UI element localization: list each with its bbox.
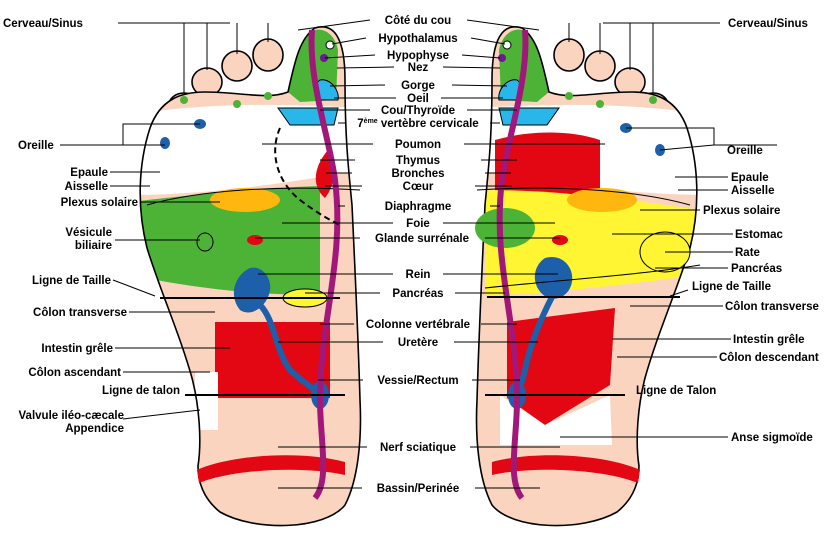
- label-bronches: Bronches: [391, 168, 444, 180]
- right-sinus-3: [596, 100, 604, 108]
- left-liver-zone: [140, 186, 320, 295]
- left-hypothalamus: [325, 40, 335, 50]
- label-rein: Rein: [406, 269, 431, 281]
- left-lung-dash: [274, 127, 341, 226]
- label-ligne-talon-left: Ligne de talon: [102, 385, 180, 397]
- right-sigmoid-white: [500, 395, 612, 445]
- label-colonne-vertebrale: Colonne vertébrale: [366, 319, 470, 331]
- left-diaphragm-line: [146, 187, 361, 206]
- label-colon-descendant: Côlon descendant: [719, 352, 819, 364]
- label-colon-ascendant: Côlon ascendant: [28, 367, 121, 379]
- label-valvule: Valvule iléo-cæcale: [19, 410, 124, 422]
- label-ligne-talon-right: Ligne de Talon: [636, 385, 716, 397]
- label-pancreas: Pancréas: [392, 288, 443, 300]
- label-rate: Rate: [735, 247, 760, 259]
- label-appendice: Appendice: [65, 423, 124, 435]
- label-diaphragme: Diaphragme: [385, 201, 451, 213]
- label-epaule-left: Epaule: [70, 167, 108, 179]
- label-aisselle-right: Aisselle: [731, 185, 774, 197]
- right-solar-plexus: [567, 188, 637, 212]
- label-vertebre: 7ème vertèbre cervicale: [357, 118, 478, 130]
- leader-lines: [60, 19, 777, 489]
- label-cerveau-sinus-left: Cerveau/Sinus: [3, 18, 83, 30]
- label-hypothalamus: Hypothalamus: [378, 33, 457, 45]
- label-vessie-rectum: Vessie/Rectum: [377, 375, 458, 387]
- label-glande-surrenale: Glande surrénale: [375, 233, 469, 245]
- left-foot: [139, 26, 362, 527]
- left-toe-2: [252, 38, 284, 72]
- label-intestin-grele-right: Intestin grêle: [733, 334, 805, 346]
- label-estomac: Estomac: [735, 229, 784, 241]
- left-zones: [140, 29, 360, 430]
- left-kidney: [233, 267, 271, 313]
- right-liver-green: [475, 208, 535, 248]
- left-ear-zone: [160, 137, 170, 149]
- left-sciatic-band: [197, 455, 345, 483]
- label-bassin-perinee: Bassin/Perinée: [377, 483, 459, 495]
- label-cerveau-sinus-right: Cerveau/Sinus: [728, 18, 808, 30]
- label-nez: Nez: [408, 62, 429, 74]
- right-sinus-2: [565, 92, 573, 100]
- label-uretere: Uretère: [398, 337, 438, 349]
- right-adrenal: [552, 235, 568, 245]
- label-foie: Foie: [406, 218, 430, 230]
- label-aisselle-left: Aisselle: [65, 181, 108, 193]
- label-plexus-left: Plexus solaire: [61, 197, 138, 209]
- label-intestin-grele-left: Intestin grêle: [41, 343, 113, 355]
- label-colon-transverse-right: Côlon transverse: [725, 301, 819, 313]
- label-colon-transverse-left: Côlon transverse: [33, 307, 127, 319]
- left-sinus-2: [264, 92, 272, 100]
- left-pituitary: [320, 54, 328, 62]
- label-epaule-right: Epaule: [731, 172, 769, 184]
- label-ligne-taille-right: Ligne de Taille: [692, 281, 771, 293]
- right-sciatic-band: [492, 455, 640, 483]
- label-vesicule-2: biliaire: [75, 240, 112, 252]
- label-oeil: Oeil: [407, 93, 429, 105]
- label-coeur: Cœur: [403, 181, 434, 193]
- left-lung-zone: [140, 104, 360, 195]
- right-foot: [475, 26, 701, 527]
- label-cou-thyroide: Cou/Thyroïde: [381, 105, 455, 117]
- label-pancreas-right: Pancréas: [731, 263, 782, 275]
- label-hypophyse: Hypophyse: [387, 50, 449, 62]
- label-poumon: Poumon: [395, 139, 441, 151]
- label-ligne-taille-left: Ligne de Taille: [32, 275, 111, 287]
- label-plexus-right: Plexus solaire: [703, 205, 780, 217]
- left-toe-3: [221, 50, 253, 82]
- label-nerf-sciatique: Nerf sciatique: [380, 442, 456, 454]
- left-spine: [308, 29, 341, 500]
- left-sinus-4: [180, 96, 188, 104]
- label-thymus: Thymus: [396, 155, 440, 167]
- label-anse-sigmoide: Anse sigmoïde: [731, 432, 813, 444]
- right-spine: [496, 29, 529, 500]
- label-cote-du-cou: Côté du cou: [385, 15, 451, 27]
- right-diaphragm-line: [476, 187, 691, 206]
- right-toe-3: [584, 50, 616, 82]
- right-sinus-4: [649, 96, 657, 104]
- label-gorge: Gorge: [401, 80, 435, 92]
- right-kidney: [534, 256, 573, 299]
- label-oreille-right: Oreille: [727, 145, 763, 157]
- label-oreille-left: Oreille: [18, 140, 54, 152]
- left-gallbladder: [196, 232, 214, 252]
- left-solar-plexus: [210, 188, 280, 212]
- left-heel-white-strip: [195, 372, 218, 430]
- left-adrenal: [247, 235, 263, 245]
- right-pituitary: [498, 54, 506, 62]
- labels: Côté du cou Hypothalamus Hypophyse Nez G…: [3, 15, 819, 495]
- right-toe-2: [553, 38, 585, 72]
- left-sinus-3: [233, 100, 241, 108]
- right-hypothalamus: [502, 40, 512, 50]
- label-vesicule-1: Vésicule: [65, 227, 112, 239]
